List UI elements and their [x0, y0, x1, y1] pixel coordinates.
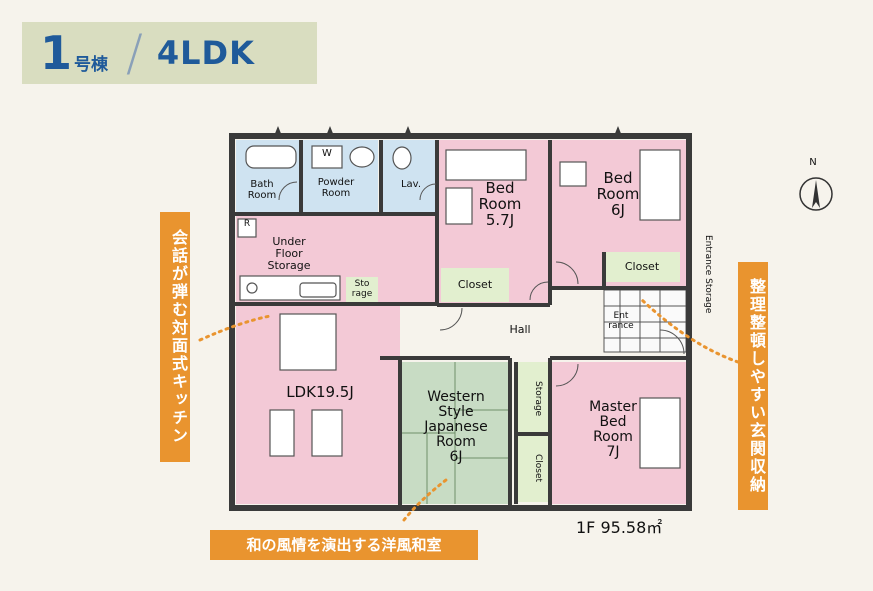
interior-walls: [232, 140, 686, 508]
closet-2-label: Closet: [624, 260, 660, 273]
refrigerator-label: R: [243, 219, 251, 229]
master-bed-room-label: Master Bed Room 7J: [589, 399, 637, 461]
bed-room-2-label: Bed Room 6J: [596, 169, 640, 220]
closet-vertical-label: Closet: [533, 453, 543, 483]
lav-label: Lav.: [400, 179, 422, 190]
doors: [278, 181, 685, 387]
layout-type: 4LDK: [156, 34, 255, 72]
closet-v-fill: [516, 436, 548, 502]
hall-label: Hall: [509, 323, 531, 336]
entrance-label: Ent rance: [608, 311, 634, 331]
floor-area: 1F 95.58㎡: [576, 518, 663, 537]
divider-slash: /: [126, 24, 143, 82]
closet-1-label: Closet: [457, 278, 493, 291]
closet2-fill: [604, 252, 680, 282]
closet1-fill: [441, 268, 509, 302]
building-suffix: 号棟: [74, 54, 109, 75]
under-floor-storage-label: Under Floor Storage: [267, 235, 311, 272]
ldk-label: LDK19.5J: [286, 383, 354, 401]
compass-icon: [799, 177, 833, 211]
western-japanese-room-label: Western Style Japanese Room 6J: [424, 389, 488, 466]
callout-kitchen: 会話が弾む対面式キッチン: [160, 212, 190, 462]
building-number: 1: [40, 26, 73, 80]
window-ticks: [274, 126, 622, 136]
callout-entrance-storage: 整理整頓しやすい玄関収納: [738, 262, 768, 510]
header-badge: 1 号棟 / 4LDK: [22, 22, 317, 84]
bath-room-label: Bath Room: [247, 179, 277, 201]
powder-room-label: Powder Room: [317, 177, 355, 199]
callout-japanese-room: 和の風情を演出する洋風和室: [210, 530, 478, 560]
tatami-grid: [400, 362, 510, 504]
compass-north-label: N: [809, 157, 817, 168]
storage-vertical-label: Storage: [533, 381, 543, 417]
small-storage-label: Sto rage: [351, 279, 373, 299]
washer-label: W: [322, 148, 332, 159]
storage-small-fill: [346, 277, 378, 305]
fixtures: [237, 145, 681, 469]
outer-wall: [229, 133, 692, 511]
entrance-storage-label: Entrance Storage: [703, 234, 713, 314]
storage-v-fill: [516, 362, 548, 432]
callout-leaders: [198, 298, 740, 522]
bed-room-1-label: Bed Room 5.7J: [478, 179, 522, 230]
